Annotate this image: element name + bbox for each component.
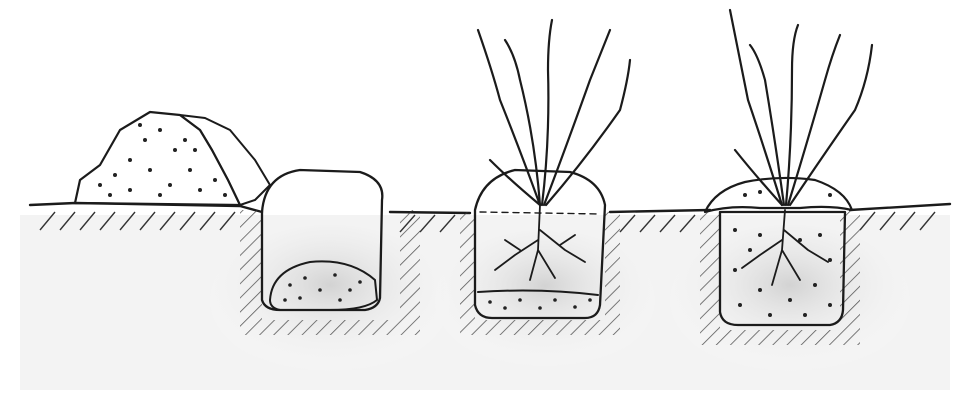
soil-heap-icon bbox=[75, 112, 270, 205]
soil-shading bbox=[20, 215, 950, 390]
